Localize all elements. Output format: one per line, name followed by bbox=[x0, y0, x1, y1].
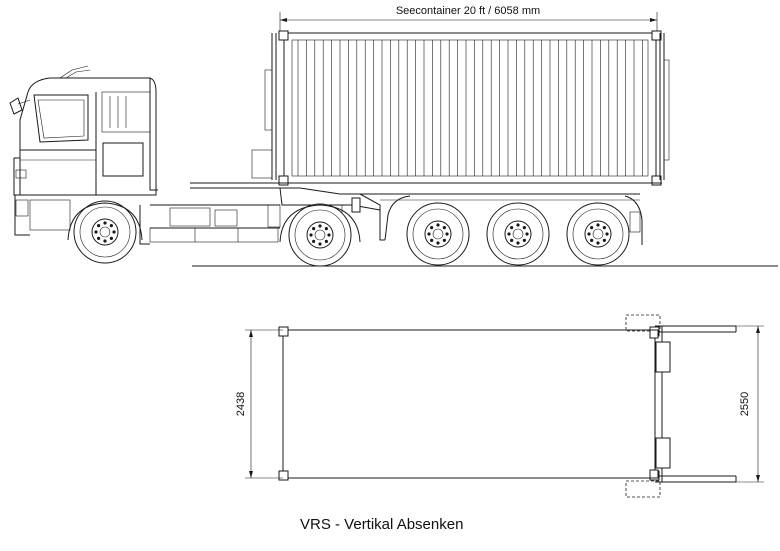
length-dimension-label: Seecontainer 20 ft / 6058 mm bbox=[396, 5, 540, 17]
drawing-caption: VRS - Vertikal Absenken bbox=[300, 516, 464, 533]
container-corrugations bbox=[297, 40, 643, 176]
front-wheel bbox=[73, 200, 137, 264]
container-width-dimension: 2438 bbox=[235, 329, 283, 479]
trailer-chassis bbox=[190, 182, 662, 250]
lifting-arms bbox=[649, 325, 737, 483]
vehicle-width-label: 2550 bbox=[739, 392, 751, 416]
truck-cab bbox=[9, 65, 158, 236]
trailer-wheel-2 bbox=[486, 202, 550, 266]
length-dimension: Seecontainer 20 ft / 6058 mm bbox=[279, 5, 658, 34]
container-side bbox=[251, 30, 670, 186]
truck-frame bbox=[139, 204, 281, 245]
container-top bbox=[282, 329, 656, 479]
wheel-arches bbox=[67, 202, 361, 243]
wheels bbox=[73, 200, 630, 267]
drive-wheel bbox=[288, 203, 352, 267]
container-width-label: 2438 bbox=[235, 392, 247, 416]
trailer-wheel-3 bbox=[566, 202, 630, 266]
side-view: Seecontainer 20 ft / 6058 mm bbox=[9, 5, 778, 267]
top-view: 2438 2550 bbox=[235, 314, 764, 498]
trailer-wheel-1 bbox=[406, 202, 470, 266]
vehicle-width-dimension: 2550 bbox=[736, 325, 764, 483]
